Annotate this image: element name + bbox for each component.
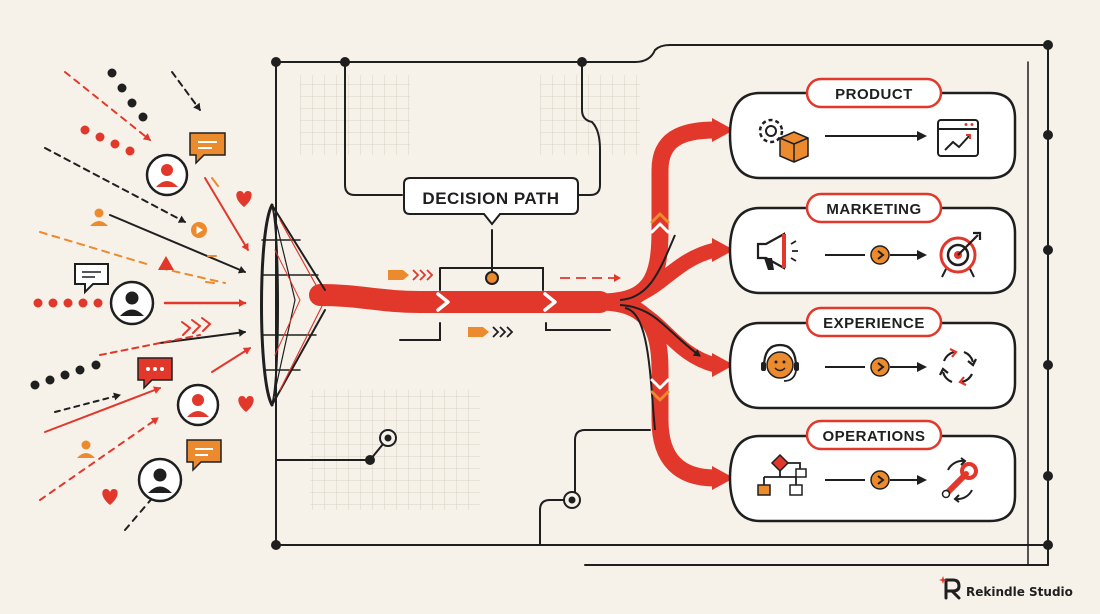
- chat-bubble-icon: [186, 439, 222, 472]
- branch-label: PRODUCT: [835, 86, 913, 103]
- flowchart-icon: [757, 453, 807, 496]
- junction-dots: [271, 40, 1053, 550]
- step-circle-icon: [870, 245, 890, 265]
- target-icon: [939, 231, 982, 278]
- step-circle-icon: [870, 470, 890, 490]
- flow-arrowheads: [712, 118, 734, 490]
- flow-chevrons: [436, 212, 670, 402]
- chevron-cluster: [181, 317, 212, 336]
- person-icon: [77, 208, 108, 458]
- step-circle-icon: [870, 357, 890, 377]
- user-avatar-icon: [137, 457, 183, 503]
- gear-icon: [758, 118, 784, 144]
- dot-trails: [30, 68, 148, 390]
- user-avatar-icon: [176, 383, 220, 427]
- funnel-icon: [260, 203, 326, 407]
- brand-logo: Rekindle Studio: [939, 576, 1073, 600]
- branch-product: PRODUCT: [728, 77, 1017, 180]
- chat-bubble-icon: [137, 357, 173, 390]
- branch-marketing: MARKETING: [728, 192, 1017, 295]
- warning-triangle-icon: [158, 256, 174, 270]
- branch-operations: OPERATIONS: [728, 419, 1017, 523]
- decision-path-text: DECISION PATH: [422, 189, 559, 208]
- play-icon: [191, 222, 207, 238]
- user-avatar-icon: [145, 153, 189, 197]
- box-icon: [779, 131, 809, 163]
- sparkle-marks: [205, 177, 219, 284]
- branch-label: EXPERIENCE: [823, 315, 925, 332]
- background-grids: [300, 75, 640, 510]
- wrench-icon: [941, 457, 978, 503]
- megaphone-icon: [756, 232, 798, 270]
- branch-label: OPERATIONS: [822, 428, 925, 445]
- user-avatar-icon: [109, 280, 155, 326]
- rekindle-logo-icon: [939, 576, 961, 600]
- flow-accent-lines: [619, 234, 701, 431]
- chart-window-icon: [937, 119, 979, 157]
- node-rings: [379, 271, 581, 509]
- incoming-arrows: [39, 71, 251, 531]
- branch-label: MARKETING: [826, 201, 921, 218]
- chat-bubble-icon: [74, 263, 109, 295]
- decision-path-label: DECISION PATH: [403, 177, 579, 226]
- heart-icon: [102, 191, 254, 505]
- chat-bubble-icon: [189, 132, 226, 165]
- flow-tags: [388, 269, 621, 338]
- brand-name: Rekindle Studio: [966, 585, 1073, 599]
- headset-smile-icon: [761, 343, 799, 382]
- cycle-arrows-icon: [939, 348, 977, 386]
- branch-experience: EXPERIENCE: [728, 306, 1017, 410]
